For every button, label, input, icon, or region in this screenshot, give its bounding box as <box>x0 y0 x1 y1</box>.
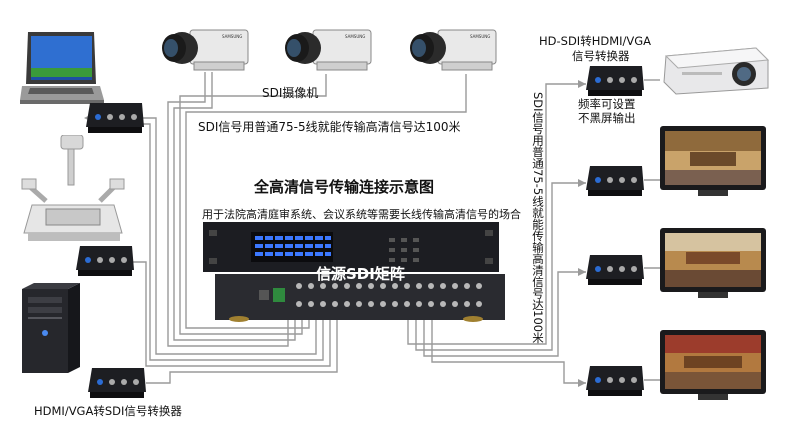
top-cable-note: SDI信号用普通75-5线就能传输高清信号达100米 <box>198 120 461 134</box>
converter-top-right-title: HD-SDI转HDMI/VGA <box>539 34 652 48</box>
converter-note-no-blackout: 不黑屏输出 <box>578 111 636 125</box>
sdi-converter-box <box>86 103 144 133</box>
cable-camera-1 <box>167 72 289 347</box>
display-monitor-icon <box>660 126 766 196</box>
cable-pc-converter <box>146 318 338 384</box>
cable-camera-3 <box>185 74 467 329</box>
sdi-converter-box <box>88 368 146 398</box>
sdi-converter-box <box>586 166 644 196</box>
right-cable-note: SDI信号用普通75-5线就能传输高清信号达100米 <box>531 92 545 344</box>
converter-note-frequency: 频率可设置 <box>578 97 636 111</box>
converter-bottom-left-label: HDMI/VGA转SDI信号转换器 <box>34 404 182 418</box>
sdi-camera-icon: SAMSUNG <box>410 29 497 71</box>
laptop-icon <box>20 32 104 104</box>
cable-right-1 <box>407 83 586 345</box>
cable-right-4 <box>431 318 586 384</box>
sdi-converter-box <box>586 366 644 396</box>
svg-text:SAMSUNG: SAMSUNG <box>345 34 365 39</box>
cable-laptop-converter <box>140 117 317 355</box>
sdi-converter-box <box>586 66 644 96</box>
sdi-converter-box <box>76 246 134 276</box>
display-monitor-icon <box>660 228 766 298</box>
matrix-label: 信源SDI矩阵 <box>316 265 405 283</box>
camera-label: SDI摄像机 <box>262 86 319 100</box>
projector-icon <box>663 47 770 95</box>
document-camera-icon <box>21 135 125 241</box>
diagram-title: 全高清信号传输连接示意图 <box>254 178 435 196</box>
cable-camera-2 <box>179 74 327 335</box>
cable-visualizer-converter <box>130 261 331 367</box>
converter-top-right-title-2: 信号转换器 <box>572 49 630 63</box>
display-monitor-icon <box>660 330 766 400</box>
diagram-subtitle: 用于法院高清庭审系统、会议系统等需要长线传输高清信号的场合 <box>202 208 521 221</box>
svg-text:SAMSUNG: SAMSUNG <box>470 34 490 39</box>
sdi-converter-box <box>586 255 644 285</box>
sdi-camera-icon: SAMSUNG <box>162 29 249 71</box>
sdi-matrix-device <box>203 222 505 322</box>
pc-tower-icon <box>22 283 80 373</box>
svg-text:SAMSUNG: SAMSUNG <box>222 34 242 39</box>
sdi-camera-icon: SAMSUNG <box>285 29 372 71</box>
